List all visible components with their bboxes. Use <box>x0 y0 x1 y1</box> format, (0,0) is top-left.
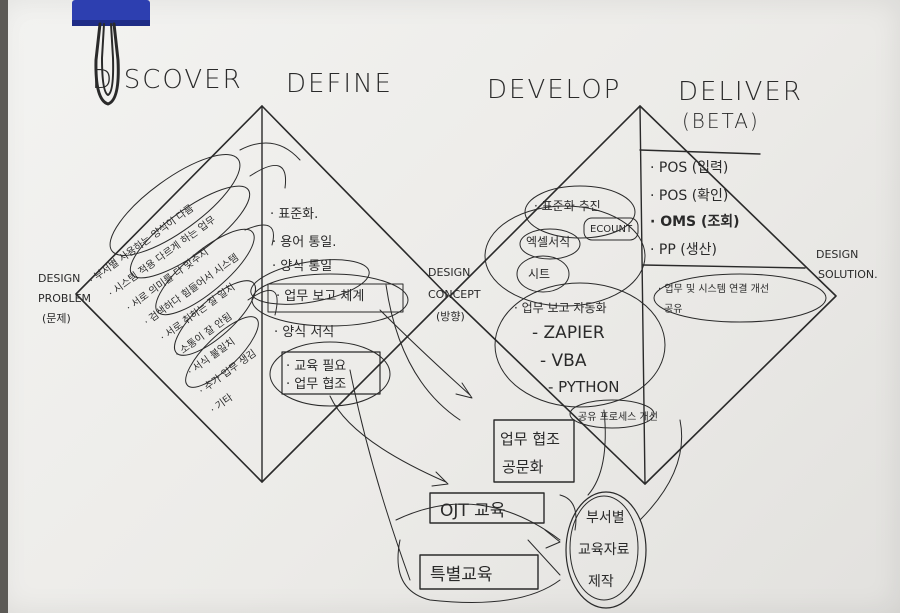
binder-clip-icon <box>72 0 150 106</box>
develop-tool: - VBA <box>540 351 587 371</box>
svg-text:DESIGN: DESIGN <box>816 248 858 261</box>
define-item: · 양식 서식 <box>274 325 334 340</box>
svg-text:SOLUTION.: SOLUTION. <box>818 268 878 281</box>
define-item: · 업무 보고 체계 <box>276 289 364 304</box>
deliver-item: · PP (생산) <box>650 242 717 258</box>
develop-sheet: 시트 <box>528 267 550 281</box>
define-highlight <box>250 259 409 327</box>
svg-text:DESIGN: DESIGN <box>428 266 470 279</box>
svg-text:· 업무 및 시스템 연결 개선: · 업무 및 시스템 연결 개선 <box>658 282 769 295</box>
background-edge <box>0 0 8 613</box>
svg-text:공유: 공유 <box>664 303 682 315</box>
svg-text:제작: 제작 <box>588 574 614 590</box>
label-design-concept: DESIGN CONCEPT (방향) <box>428 266 481 323</box>
define-item: · 표준화. <box>270 207 318 222</box>
svg-text:DESIGN: DESIGN <box>38 272 80 285</box>
left-diamond <box>75 105 449 483</box>
svg-text:부서별: 부서별 <box>586 510 625 526</box>
phase-develop: DEVELOP <box>487 75 621 105</box>
box-ojt: OJT 교육 <box>429 492 545 524</box>
define-item: · 용어 통일. <box>272 235 336 250</box>
label-design-solution: DESIGN SOLUTION. <box>816 248 878 281</box>
define-boxed: · 교육 필요 · 업무 협조 <box>269 341 391 407</box>
deliver-item: · OMS (조회) <box>650 214 740 230</box>
develop-list: · 표준화 추진 엑셀서식 ECOUNT 시트 · 업무 보고 자동화 - ZA… <box>484 185 666 429</box>
box-special: 특별교육 <box>419 554 539 590</box>
svg-text:CONCEPT: CONCEPT <box>428 288 481 301</box>
discover-scribbles <box>109 142 301 388</box>
svg-text:OJT 교육: OJT 교육 <box>440 501 505 521</box>
svg-text:특별교육: 특별교육 <box>430 565 493 585</box>
svg-text:업무 협조: 업무 협조 <box>500 430 560 448</box>
label-design-problem: DESIGN PROBLEM (문제) <box>38 272 91 325</box>
deliver-item: · POS (입력) <box>650 160 728 176</box>
phase-deliver: DELIVER <box>678 77 803 107</box>
develop-automation: · 업무 보고 자동화 <box>514 301 607 315</box>
define-item: · 양식 통일 <box>272 259 332 274</box>
deliver-list: · POS (입력) · POS (확인) · OMS (조회) · PP (생… <box>639 149 806 269</box>
svg-text:· 교육 필요: · 교육 필요 <box>286 359 346 374</box>
box-manual: 부서별 교육자료 제작 <box>565 491 647 609</box>
phase-discover: DISCOVER <box>92 65 243 95</box>
svg-text:공문화: 공문화 <box>502 458 544 476</box>
deliver-item: · POS (확인) <box>650 188 728 204</box>
deliver-share: · 업무 및 시스템 연결 개선 공유 <box>653 273 827 323</box>
svg-text:PROBLEM: PROBLEM <box>38 292 91 305</box>
svg-text:교육자료: 교육자료 <box>578 542 630 558</box>
develop-tool: - PYTHON <box>548 378 620 396</box>
develop-tool: - ZAPIER <box>532 323 605 343</box>
phase-deliver-sub: (BETA) <box>682 109 760 133</box>
box-collab: 업무 협조 공문화 <box>493 419 575 483</box>
develop-process: 공유 프로세스 개선 <box>578 411 658 423</box>
svg-text:· 업무 협조: · 업무 협조 <box>286 377 346 392</box>
develop-ecount: ECOUNT <box>590 224 633 235</box>
discover-item: · 기타 <box>208 392 235 416</box>
phase-define: DEFINE <box>286 69 393 99</box>
define-list: · 표준화. · 용어 통일. · 양식 통일 · 업무 보고 체계 · 양식 … <box>270 207 364 340</box>
svg-text:(방향): (방향) <box>436 310 465 323</box>
svg-text:(문제): (문제) <box>42 312 71 325</box>
right-diamond <box>449 105 837 485</box>
connector-lines <box>329 284 683 603</box>
develop-excel: 엑셀서식 <box>526 235 570 249</box>
